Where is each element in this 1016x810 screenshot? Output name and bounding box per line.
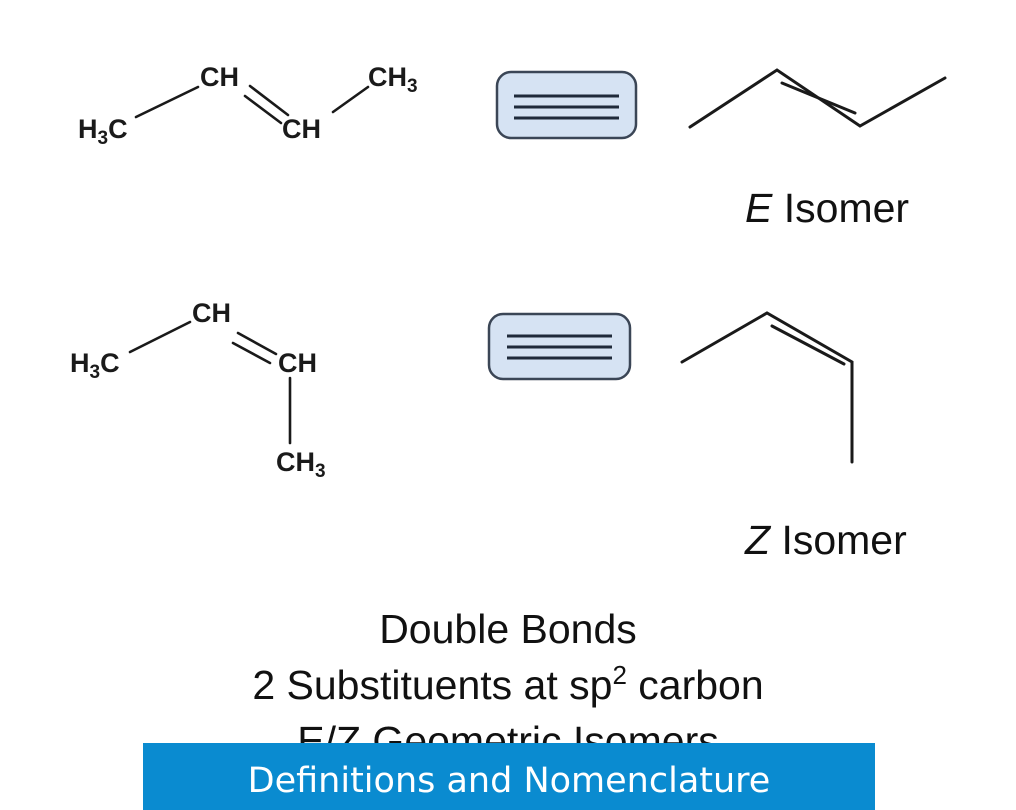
e-skeletal-structure bbox=[688, 68, 947, 129]
top-lower-ch-label: CH bbox=[282, 114, 321, 144]
e-skeletal-double-bond bbox=[780, 81, 857, 115]
bottom-upper-ch-label: CH bbox=[192, 298, 231, 328]
top-ch3-label: CH3 bbox=[368, 62, 418, 97]
top-double-bond-b bbox=[243, 94, 283, 125]
z-skeletal-double-bond bbox=[770, 324, 846, 366]
bottom-single-bond-1 bbox=[128, 320, 192, 354]
caption-line-2: 2 Substituents at sp2 carbon bbox=[252, 660, 763, 708]
top-single-bond-2 bbox=[331, 85, 370, 114]
z-isomer-label: Z Isomer bbox=[744, 517, 907, 563]
top-single-bond-1 bbox=[134, 85, 200, 119]
caption-block: Double Bonds 2 Substituents at sp2 carbo… bbox=[252, 606, 763, 764]
top-h3c-label: H3C bbox=[78, 114, 128, 149]
caption-line-1: Double Bonds bbox=[379, 606, 637, 652]
bottom-double-bond-b bbox=[231, 341, 272, 365]
equivalent-sign-icon bbox=[495, 70, 638, 140]
bottom-double-bond-a bbox=[236, 331, 278, 356]
z-skeletal-chain bbox=[680, 311, 854, 464]
top-double-bond-a bbox=[248, 84, 290, 117]
bottom-right-ch-label: CH bbox=[278, 348, 317, 378]
e-condensed-structure: H3C CH CH CH3 bbox=[78, 62, 418, 149]
z-skeletal-structure bbox=[680, 311, 854, 464]
z-condensed-structure: H3C CH CH CH3 bbox=[70, 298, 326, 482]
e-isomer-label: E Isomer bbox=[745, 185, 909, 231]
bottom-h3c-label: H3C bbox=[70, 348, 120, 383]
bottom-ch3-label: CH3 bbox=[276, 447, 326, 482]
equivalent-sign-icon bbox=[487, 312, 632, 381]
section-title-banner: Definitions and Nomenclature bbox=[143, 743, 875, 810]
top-upper-ch-label: CH bbox=[200, 62, 239, 92]
